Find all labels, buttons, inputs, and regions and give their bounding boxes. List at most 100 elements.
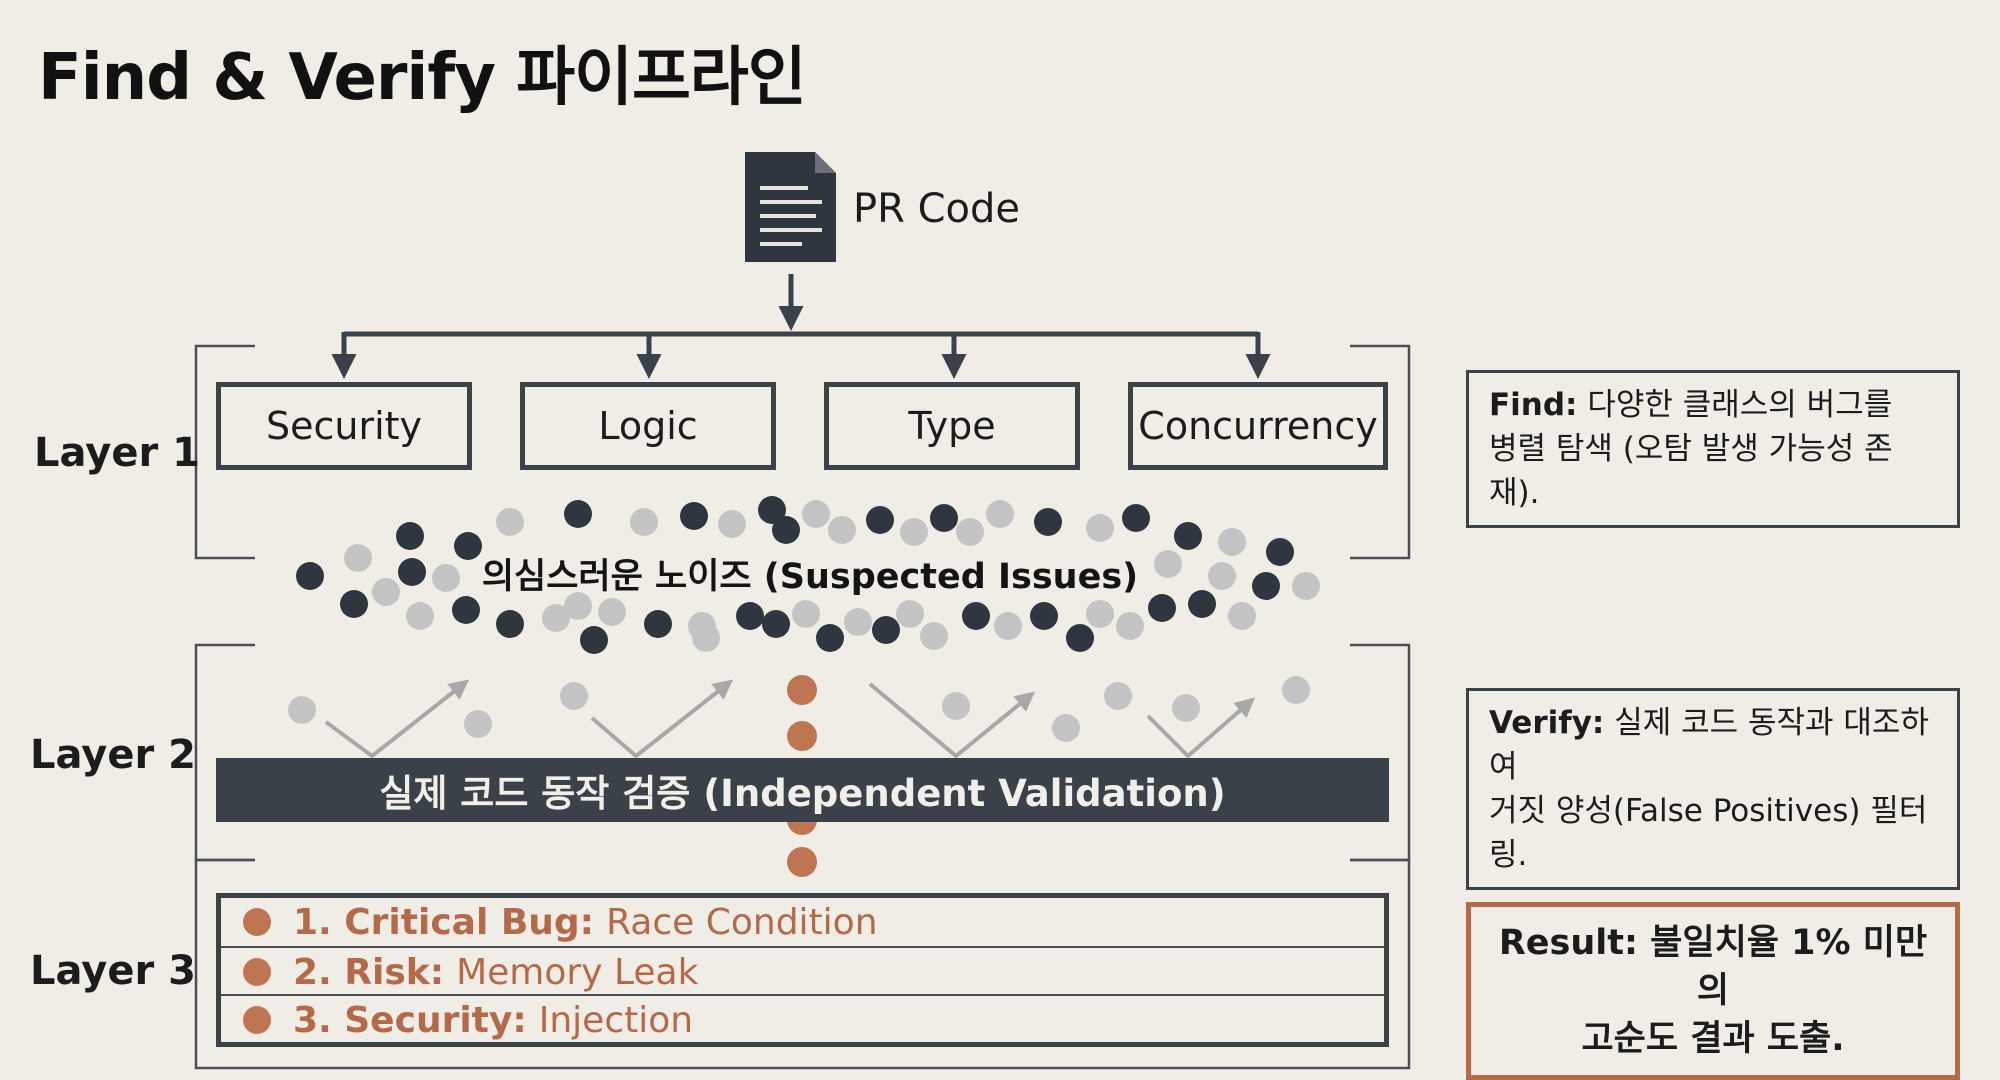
- circle-bullet-icon: [243, 908, 271, 936]
- noise-dot: [1218, 528, 1246, 556]
- noise-dot: [1122, 504, 1150, 532]
- noise-dot: [1292, 572, 1320, 600]
- result-text: Race Condition: [606, 901, 878, 943]
- noise-dot: [896, 600, 924, 628]
- verify-note-line2: 거짓 양성(False Positives) 필터링.: [1489, 793, 1928, 873]
- noise-dot: [802, 500, 830, 528]
- noise-dot: [496, 610, 524, 638]
- result-note-line2: 고순도 결과 도출.: [1581, 1019, 1845, 1059]
- rejected-dots: [288, 676, 1310, 742]
- noise-dot: [872, 616, 900, 644]
- result-list: 1. Critical Bug: Race Condition 2. Risk:…: [216, 893, 1389, 1047]
- noise-dot: [1252, 572, 1280, 600]
- rejected-paths: [324, 679, 1256, 759]
- result-text: Memory Leak: [456, 951, 699, 993]
- noise-dot: [496, 508, 524, 536]
- result-prefix: 3. Security:: [293, 999, 527, 1041]
- layer-1-label: Layer 1: [34, 430, 200, 476]
- noise-dot: [1174, 522, 1202, 550]
- layer-3-label: Layer 3: [30, 948, 196, 994]
- noise-dot: [792, 600, 820, 628]
- noise-dot: [1228, 602, 1256, 630]
- noise-dot: [580, 626, 608, 654]
- find-note-line2: 병렬 탐색 (오탐 발생 가능성 존재).: [1489, 431, 1893, 511]
- noise-dot: [986, 500, 1014, 528]
- suspected-issues-label: 의심스러운 노이즈 (Suspected Issues): [481, 557, 1139, 597]
- noise-dot: [372, 578, 400, 606]
- noise-dot: [844, 608, 872, 636]
- result-prefix: 1. Critical Bug:: [293, 901, 595, 943]
- noise-dot: [406, 602, 434, 630]
- noise-dot: [1086, 514, 1114, 542]
- noise-dot: [1148, 594, 1176, 622]
- result-note-line1: 불일치율 1% 미만의: [1650, 923, 1928, 1011]
- find-concurrency-box: Concurrency: [1128, 382, 1388, 470]
- validation-bar: 실제 코드 동작 검증 (Independent Validation): [216, 758, 1389, 822]
- result-item: 1. Critical Bug: Race Condition: [221, 898, 1384, 946]
- noise-dot: [736, 602, 764, 630]
- noise-dot: [1086, 600, 1114, 628]
- noise-dot: [398, 558, 426, 586]
- layer-brackets: [194, 344, 1411, 1070]
- layer-2-label: Layer 2: [30, 732, 196, 778]
- verify-note-keyword: Verify:: [1489, 705, 1605, 741]
- document-icon: [745, 152, 836, 262]
- noise-dot: [828, 516, 856, 544]
- noise-dot: [296, 562, 324, 590]
- noise-dot: [762, 610, 790, 638]
- result-prefix: 2. Risk:: [293, 951, 445, 993]
- noise-dot: [900, 518, 928, 546]
- result-item: 2. Risk: Memory Leak: [221, 946, 1384, 996]
- noise-dot: [454, 532, 482, 560]
- distribution-arrows: [331, 274, 1271, 379]
- pr-code-label: PR Code: [853, 186, 1021, 232]
- find-note-keyword: Find:: [1489, 387, 1578, 423]
- noise-dot: [1266, 538, 1294, 566]
- circle-bullet-icon: [243, 1006, 271, 1034]
- noise-dot: [564, 500, 592, 528]
- find-type-box: Type: [824, 382, 1080, 470]
- page-title: Find & Verify 파이프라인: [38, 41, 807, 115]
- find-logic-box: Logic: [520, 382, 776, 470]
- noise-dot: [452, 596, 480, 624]
- noise-dot: [340, 590, 368, 618]
- find-note-line1: 다양한 클래스의 버그를: [1587, 387, 1893, 423]
- result-item: 3. Security: Injection: [221, 994, 1384, 1044]
- result-note-keyword: Result:: [1498, 923, 1638, 963]
- noise-dot: [816, 624, 844, 652]
- noise-dot: [598, 598, 626, 626]
- noise-dots: [296, 496, 1320, 654]
- verify-note: Verify: 실제 코드 동작과 대조하여 거짓 양성(False Posit…: [1466, 688, 1960, 890]
- noise-dot: [956, 518, 984, 546]
- result-note: Result: 불일치율 1% 미만의 고순도 결과 도출.: [1466, 902, 1960, 1080]
- noise-dot: [758, 496, 786, 524]
- noise-dot: [1034, 508, 1062, 536]
- noise-dot: [1116, 612, 1144, 640]
- noise-dot: [930, 504, 958, 532]
- noise-dot: [1030, 602, 1058, 630]
- result-text: Injection: [538, 999, 694, 1041]
- noise-dot: [866, 506, 894, 534]
- noise-dot: [1188, 590, 1216, 618]
- circle-bullet-icon: [243, 958, 271, 986]
- noise-dot: [1066, 624, 1094, 652]
- noise-dot: [920, 622, 948, 650]
- find-security-box: Security: [216, 382, 472, 470]
- noise-dot: [1208, 562, 1236, 590]
- noise-dot: [1154, 550, 1182, 578]
- noise-dot: [344, 544, 372, 572]
- noise-dot: [630, 508, 658, 536]
- find-note: Find: 다양한 클래스의 버그를 병렬 탐색 (오탐 발생 가능성 존재).: [1466, 370, 1960, 528]
- noise-dot: [994, 612, 1022, 640]
- noise-dot: [564, 592, 592, 620]
- noise-dot: [432, 564, 460, 592]
- noise-dot: [962, 602, 990, 630]
- verify-note-line1: 실제 코드 동작과 대조하여: [1489, 705, 1929, 785]
- noise-dot: [542, 604, 570, 632]
- noise-dot: [718, 510, 746, 538]
- noise-dot: [772, 516, 800, 544]
- noise-dot: [396, 522, 424, 550]
- noise-dot: [644, 610, 672, 638]
